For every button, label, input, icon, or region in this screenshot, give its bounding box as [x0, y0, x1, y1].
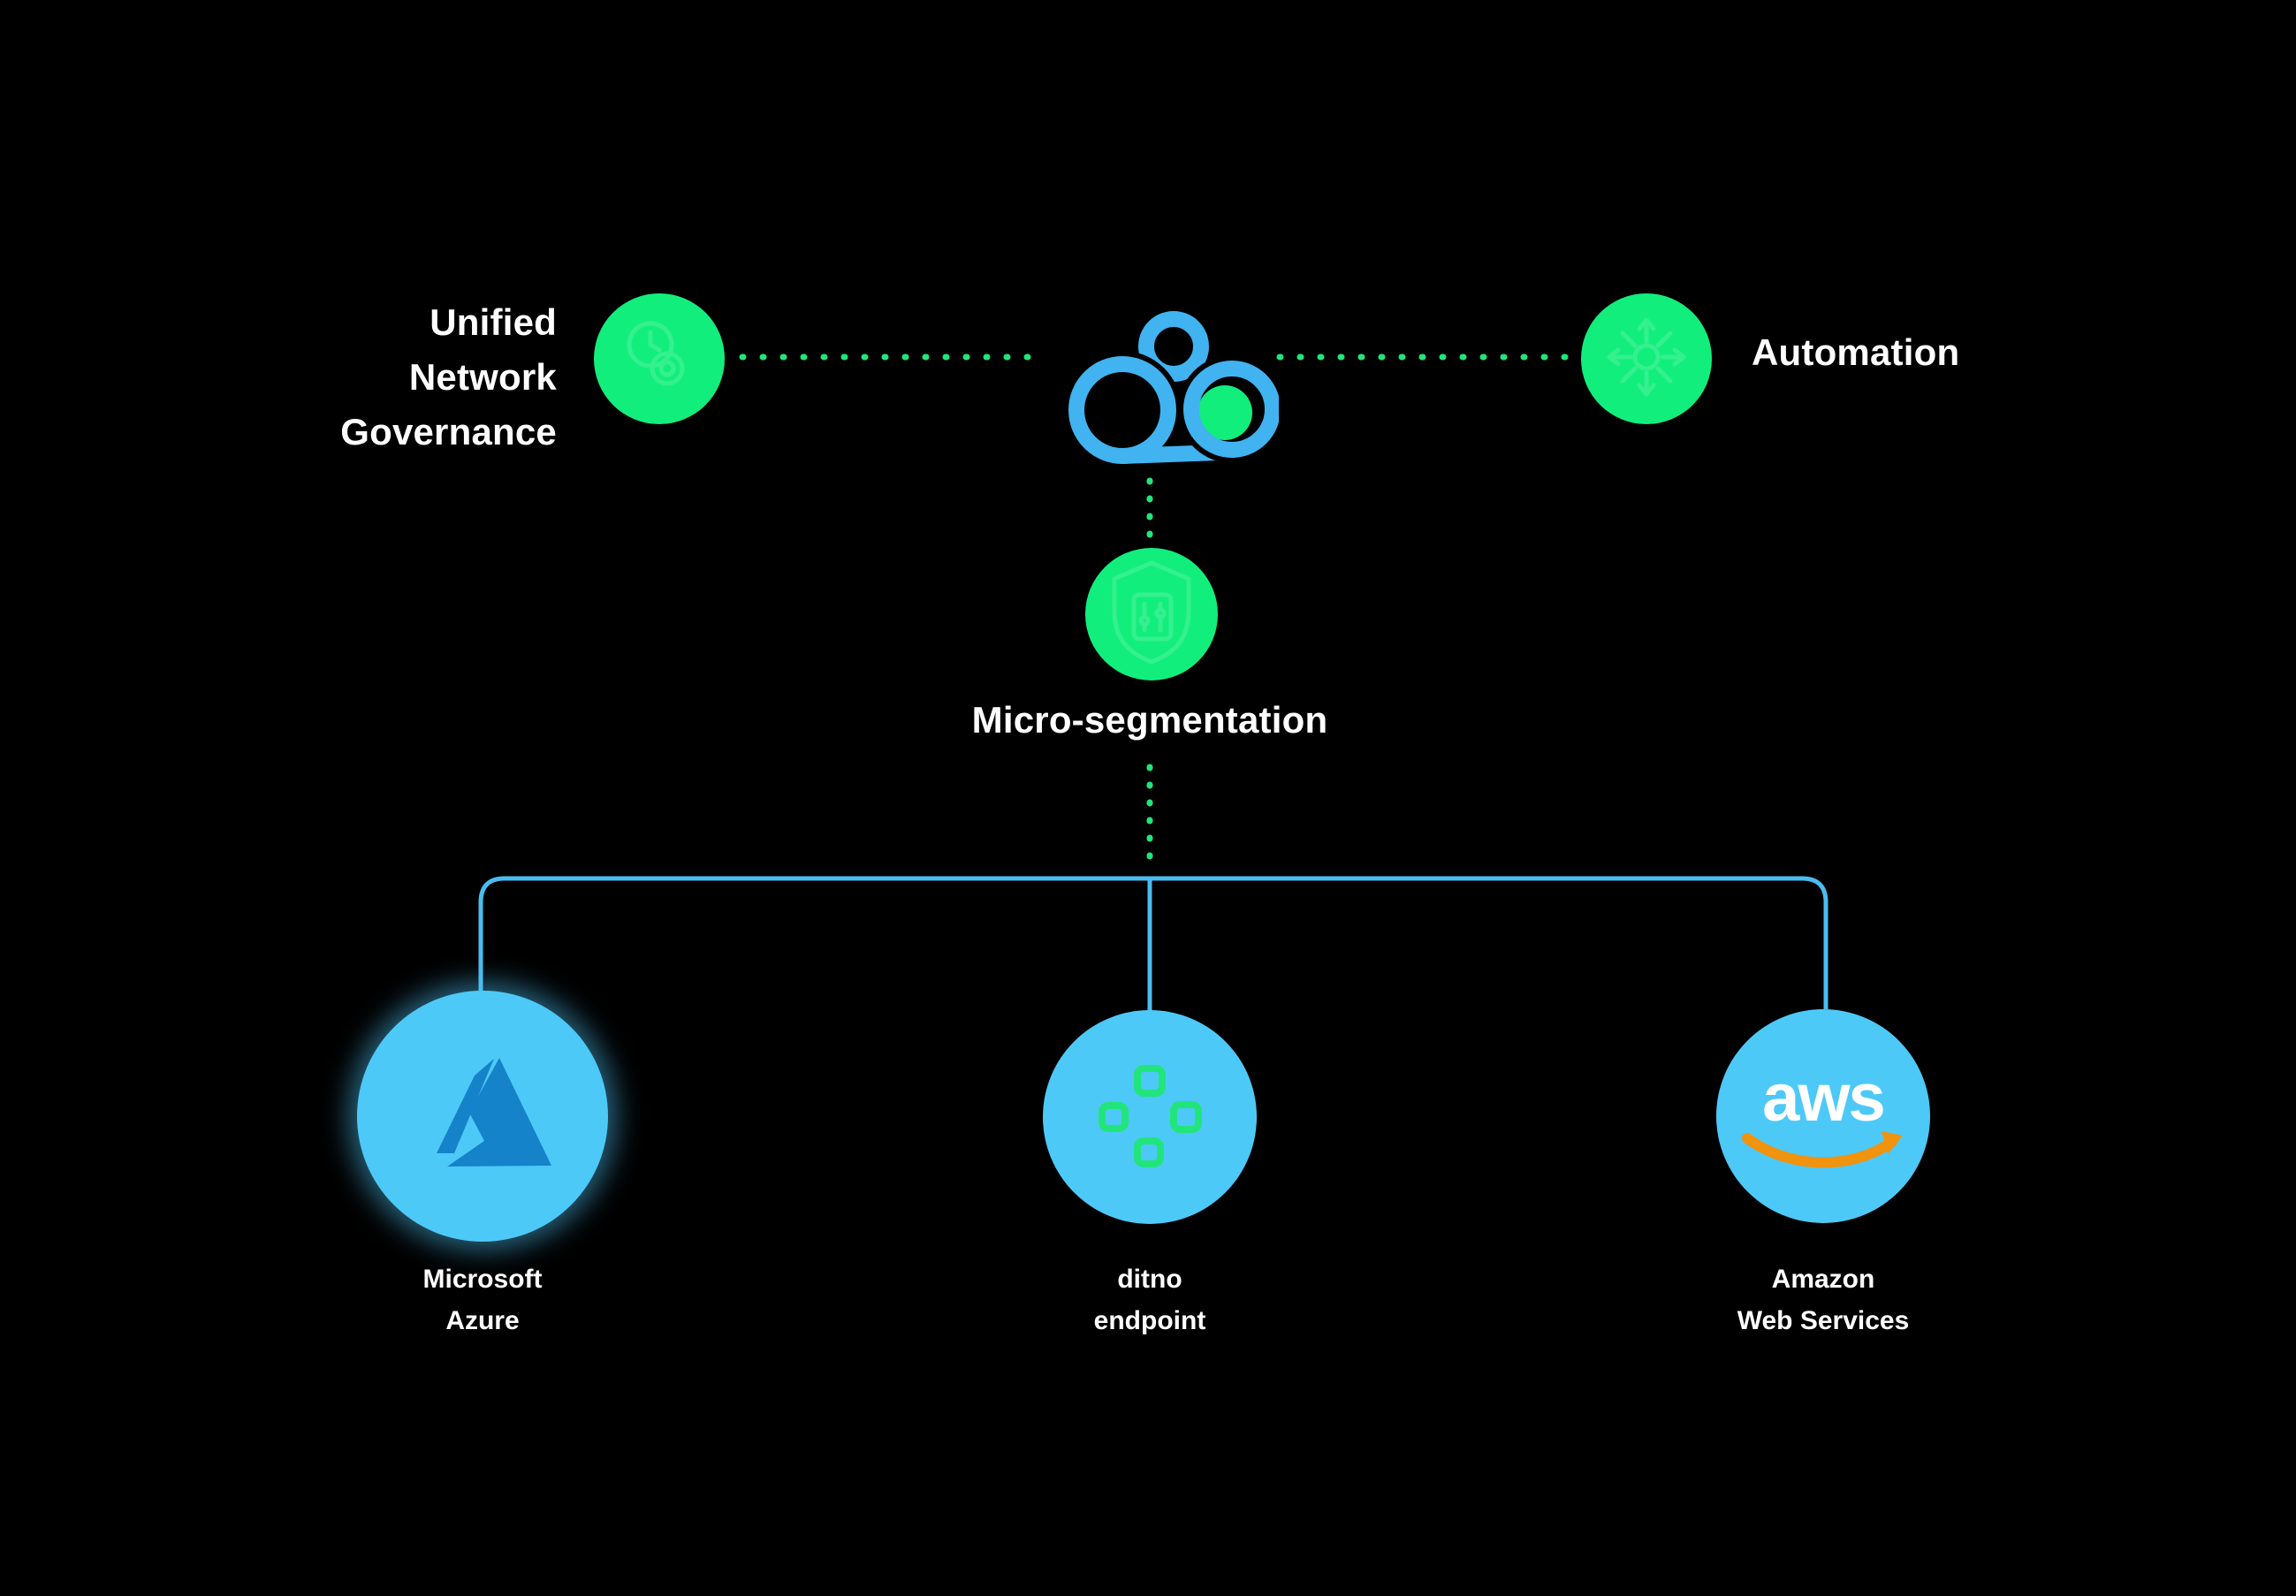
monitor-clock-icon: [615, 313, 703, 406]
azure-caption-line1: Microsoft: [422, 1265, 543, 1294]
governance-label: Unified Network Governance: [340, 295, 557, 460]
aws-smile-icon: [1742, 1129, 1904, 1177]
tree-connector-line: [478, 876, 1828, 1009]
endpoint-node: [1043, 1010, 1257, 1224]
four-nodes-icon: [1075, 1042, 1225, 1192]
microsegmentation-node: [1085, 548, 1218, 680]
endpoint-caption: ditno endpoint: [991, 1258, 1309, 1341]
azure-logo: [412, 1050, 553, 1182]
azure-node: [357, 991, 608, 1242]
aws-caption: Amazon Web Services: [1664, 1258, 1982, 1341]
aws-caption-line2: Web Services: [1737, 1306, 1910, 1335]
radiating-arrows-icon: [1600, 311, 1692, 407]
automation-label: Automation: [1752, 331, 1960, 373]
cloud-green-dot: [1197, 385, 1252, 440]
ditno-cloud-logo: [1063, 311, 1279, 469]
governance-node: [594, 293, 725, 424]
governance-label-line2: Network: [408, 356, 557, 398]
governance-label-line3: Governance: [340, 411, 557, 452]
microsegmentation-label: Micro-segmentation: [971, 699, 1328, 741]
aws-caption-line1: Amazon: [1771, 1265, 1875, 1294]
governance-label-line1: Unified: [430, 301, 557, 343]
azure-caption: Microsoft Azure: [323, 1258, 642, 1341]
endpoint-caption-line1: ditno: [1117, 1265, 1182, 1294]
endpoint-caption-line2: endpoint: [1093, 1306, 1206, 1335]
shield-panel-icon: [1102, 558, 1201, 672]
aws-logo-text: aws: [1762, 1060, 1886, 1136]
azure-caption-line2: Azure: [445, 1306, 520, 1335]
aws-node: aws: [1716, 1009, 1930, 1223]
automation-node: [1581, 293, 1712, 424]
